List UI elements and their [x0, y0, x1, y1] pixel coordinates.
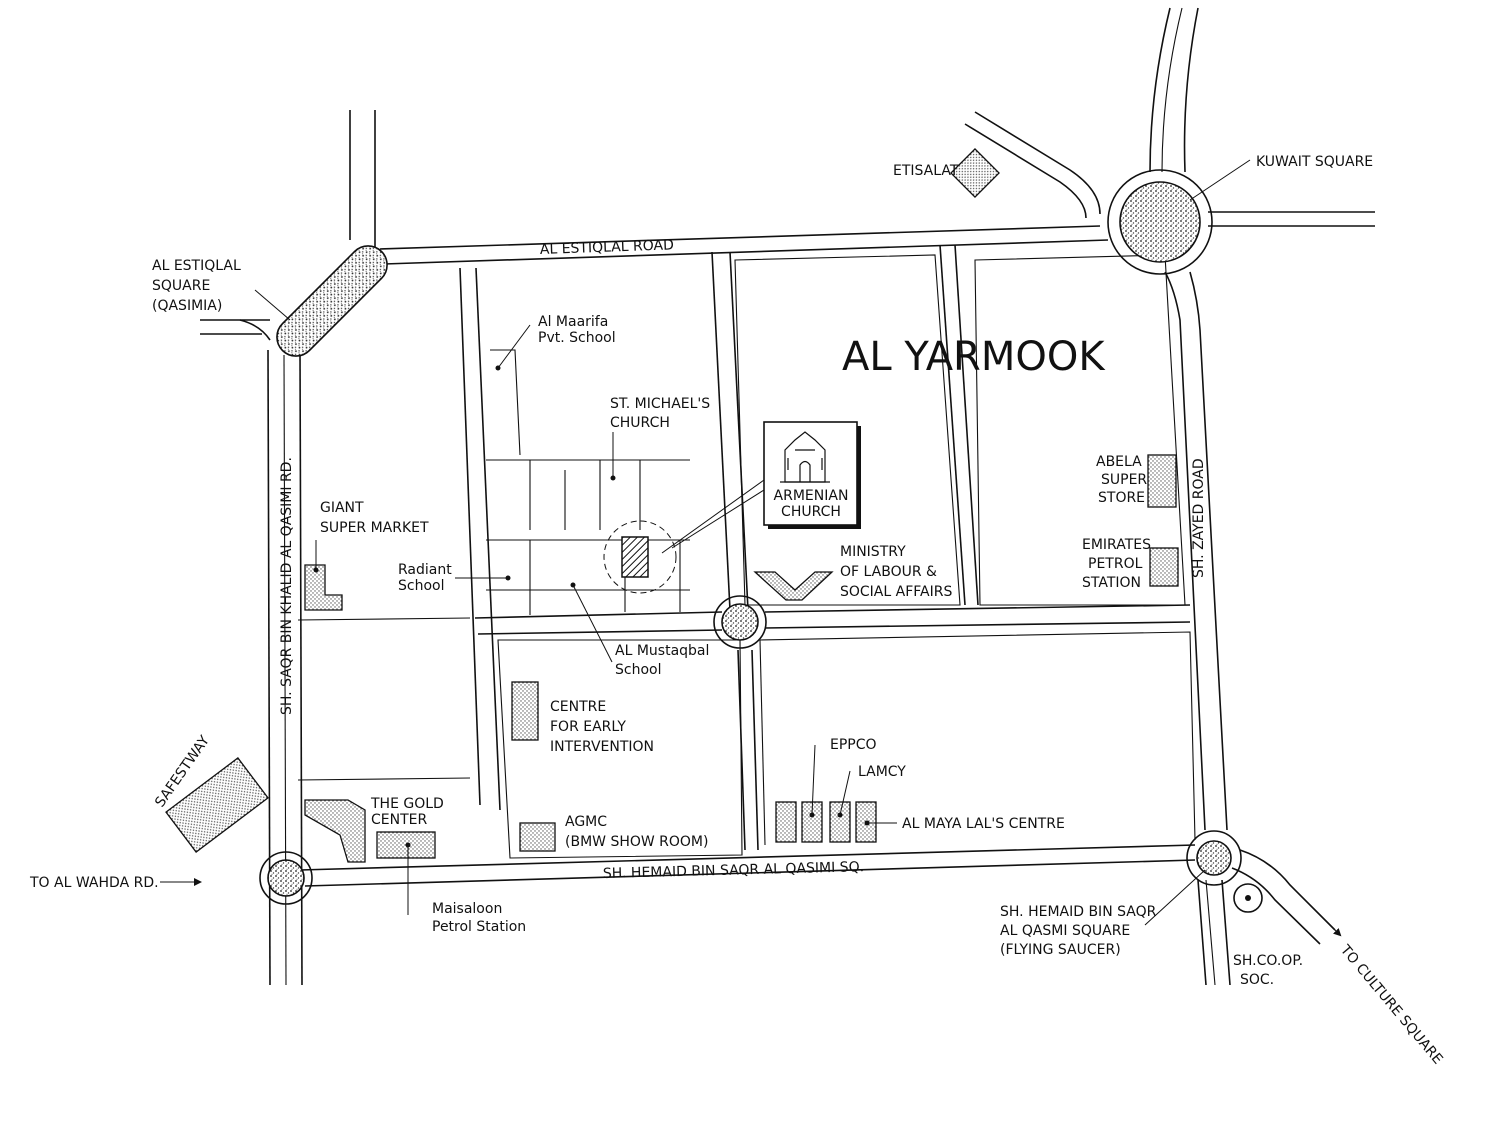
estiqlal-square-line-2: SQUARE — [152, 278, 210, 294]
buildings — [165, 148, 1179, 863]
to-culture-label: TO CULTURE SQUARE — [1336, 942, 1445, 1068]
agmc-line-2: (BMW SHOW ROOM) — [565, 834, 708, 850]
michael-line-2: CHURCH — [610, 415, 670, 431]
emirates-line-1: EMIRATES — [1082, 537, 1151, 553]
flying-saucer-square — [1196, 840, 1232, 876]
emirates-line-2: PETROL — [1088, 556, 1143, 572]
roundabout-center — [721, 603, 759, 641]
page-title: AL YARMOOK — [842, 334, 1106, 380]
etisalat-building — [950, 148, 1000, 198]
abela-building — [1147, 454, 1177, 508]
khalid-road-label: SH. SAQR BIN KHALID AL QASIMI RD. — [279, 457, 295, 715]
coop-line-2: SOC. — [1240, 972, 1274, 988]
radiant-line-1: Radiant — [398, 562, 452, 578]
maarifa-line-2: Pvt. School — [538, 330, 616, 346]
armenian-line-1: ARMENIAN — [774, 488, 849, 504]
abela-line-2: SUPER — [1101, 472, 1147, 488]
estiqlal-square-line-1: AL ESTIQLAL — [152, 258, 241, 274]
maisaloon-line-1: Maisaloon — [432, 901, 502, 917]
eppco-building-2 — [801, 801, 823, 843]
ministry-line-1: MINISTRY — [840, 544, 906, 560]
ministry-line-3: SOCIAL AFFAIRS — [840, 584, 952, 600]
emirates-line-3: STATION — [1082, 575, 1141, 591]
zayed-road-label: SH. ZAYED ROAD — [1191, 458, 1207, 578]
maarifa-line-1: Al Maarifa — [538, 314, 608, 330]
flying-saucer-line-3: (FLYING SAUCER) — [1000, 942, 1121, 958]
church-icon — [780, 431, 830, 483]
roundabout-southwest — [267, 859, 305, 897]
maya-label: AL MAYA LAL'S CENTRE — [902, 816, 1065, 832]
agmc-line-1: AGMC — [565, 814, 607, 830]
eppco-building — [775, 801, 797, 843]
etisalat-label: ETISALAT — [893, 163, 959, 179]
mustaqbal-line-2: School — [615, 662, 661, 678]
hemaid-road-label: SH. HEMAID BIN SAQR AL QASIMI SQ. — [603, 859, 865, 882]
lamcy-building — [829, 801, 851, 843]
lamcy-label: LAMCY — [858, 764, 906, 780]
gold-center-building — [304, 799, 366, 863]
emirates-petrol-building — [1149, 547, 1179, 587]
abela-line-3: STORE — [1098, 490, 1145, 506]
gold-line-1: THE GOLD — [370, 796, 444, 812]
ministry-building — [753, 571, 834, 601]
arrow-icon-culture — [1309, 904, 1342, 937]
giant-line-2: SUPER MARKET — [320, 520, 429, 536]
armenian-line-2: CHURCH — [781, 504, 841, 520]
to-wahda-label: TO AL WAHDA RD. — [29, 875, 159, 891]
roundabouts — [259, 169, 1263, 913]
estiqlal-square-oval — [276, 245, 388, 357]
flying-saucer-line-2: AL QASMI SQUARE — [1000, 923, 1130, 939]
estiqlal-square-line-3: (QASIMIA) — [152, 298, 222, 314]
kuwait-square-circle — [1119, 181, 1201, 263]
safestway-building — [165, 757, 269, 853]
ministry-line-2: OF LABOUR & — [840, 564, 937, 580]
road-network — [200, 7, 1375, 986]
mustaqbal-line-1: AL Mustaqbal — [615, 643, 709, 659]
giant-line-1: GIANT — [320, 500, 364, 516]
coop-line-1: SH.CO.OP. — [1233, 953, 1303, 969]
flying-saucer-line-1: SH. HEMAID BIN SAQR — [1000, 904, 1157, 920]
estiqlal-road-label: AL ESTIQLAL ROAD — [540, 237, 675, 258]
st-michaels-church-building — [621, 536, 649, 578]
maisaloon-line-2: Petrol Station — [432, 919, 526, 935]
eppco-label: EPPCO — [830, 737, 877, 753]
radiant-line-2: School — [398, 578, 444, 594]
agmc-building — [519, 822, 556, 852]
armenian-church-inset: ARMENIAN CHURCH — [661, 421, 861, 554]
abela-line-1: ABELA — [1096, 454, 1142, 470]
centre-line-3: INTERVENTION — [550, 739, 654, 755]
leader-lines — [254, 159, 1251, 926]
gold-line-2: CENTER — [371, 812, 427, 828]
giant-building — [304, 564, 343, 611]
centre-line-1: CENTRE — [550, 699, 606, 715]
centre-line-2: FOR EARLY — [550, 719, 626, 735]
kuwait-square-label: KUWAIT SQUARE — [1256, 154, 1373, 170]
centre-building — [511, 681, 539, 741]
michael-line-1: ST. MICHAEL'S — [610, 396, 710, 412]
